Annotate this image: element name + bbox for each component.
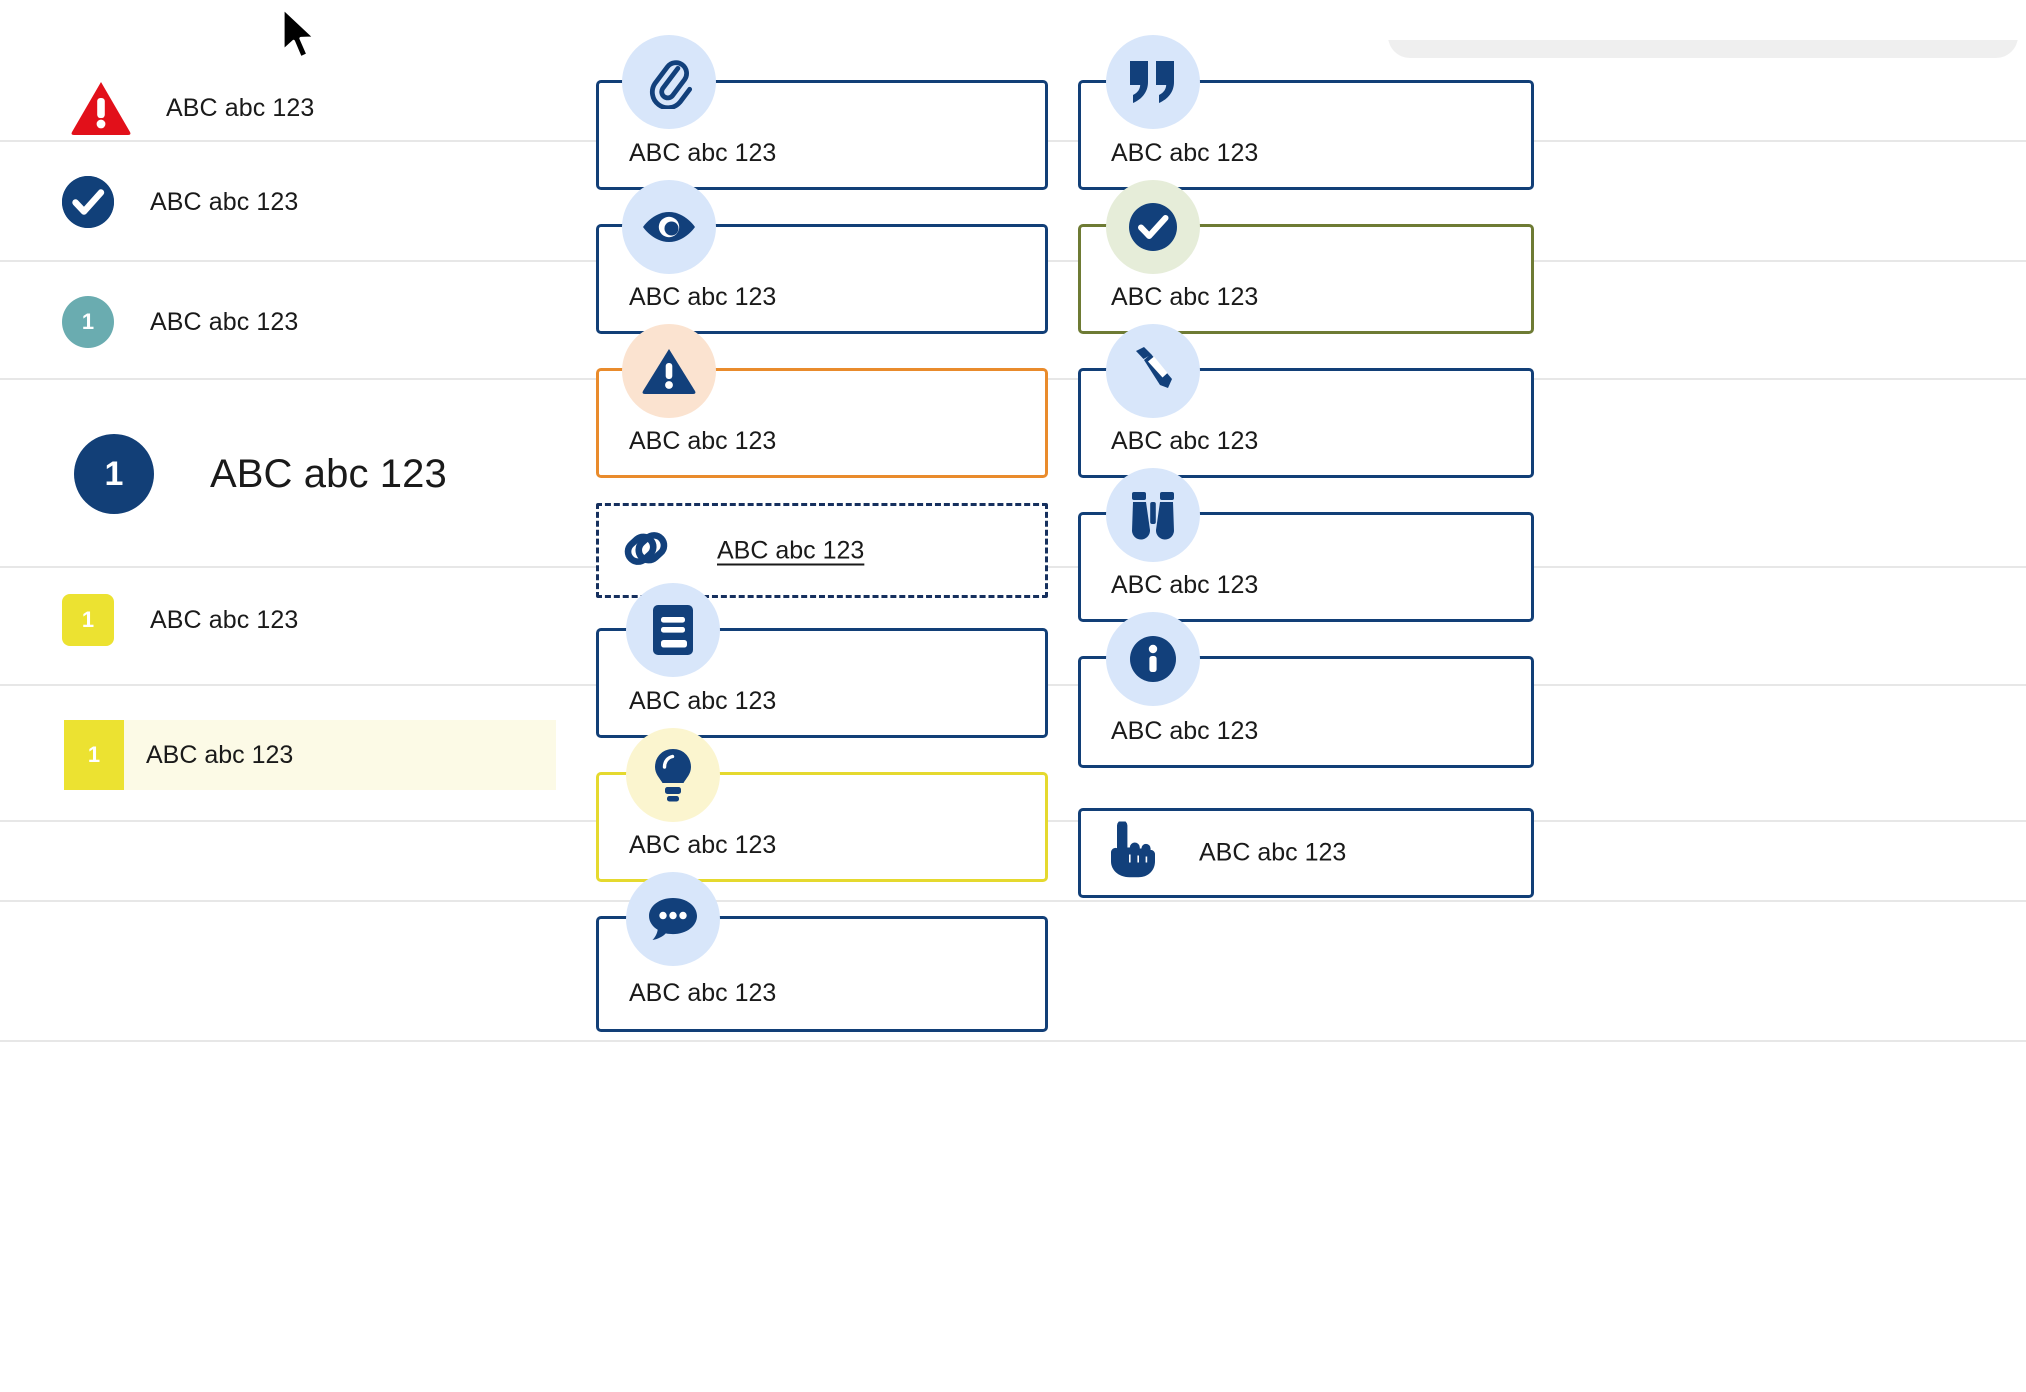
badge-number: 1 xyxy=(87,742,101,767)
warning-triangle-icon xyxy=(622,324,716,418)
card-label: ABC abc 123 xyxy=(1111,283,1259,311)
card-link-label[interactable]: ABC abc 123 xyxy=(717,536,865,564)
card-action[interactable]: ABC abc 123 xyxy=(1078,808,1534,898)
check-circle-icon xyxy=(62,176,114,228)
link-chain-icon xyxy=(619,521,673,580)
card-label: ABC abc 123 xyxy=(629,687,777,715)
info-circle-icon xyxy=(1106,612,1200,706)
card-book[interactable]: ABC abc 123 xyxy=(596,628,1048,738)
left-specimen-column: ABC abc 123 ABC abc 123 1 ABC abc 123 1 xyxy=(0,0,760,1392)
card-label: ABC abc 123 xyxy=(629,979,777,1007)
number-badge-icon: 1 xyxy=(74,434,154,514)
lightbulb-icon xyxy=(626,728,720,822)
list-item-label: ABC abc 123 xyxy=(150,307,299,336)
card-label: ABC abc 123 xyxy=(1199,838,1347,867)
card-label: ABC abc 123 xyxy=(1111,571,1259,599)
number-badge-icon: 1 xyxy=(62,594,114,646)
comment-bubble-icon xyxy=(626,872,720,966)
card-info[interactable]: ABC abc 123 xyxy=(1078,656,1534,768)
warning-triangle-icon xyxy=(70,80,132,136)
list-item-label: ABC abc 123 xyxy=(150,187,299,216)
list-item[interactable]: 1 ABC abc 123 xyxy=(62,296,298,348)
card-label: ABC abc 123 xyxy=(1111,427,1259,455)
card-label: ABC abc 123 xyxy=(629,283,777,311)
paperclip-icon xyxy=(622,35,716,129)
list-item[interactable]: ABC abc 123 xyxy=(70,80,314,136)
card-label: ABC abc 123 xyxy=(629,427,777,455)
list-item[interactable]: 1 ABC abc 123 xyxy=(74,434,447,514)
pointing-hand-icon xyxy=(1103,820,1155,885)
card-eye[interactable]: ABC abc 123 xyxy=(596,224,1048,334)
binoculars-icon xyxy=(1106,468,1200,562)
card-label: ABC abc 123 xyxy=(1111,717,1259,745)
check-circle-icon xyxy=(1106,180,1200,274)
card-link[interactable]: ABC abc 123 xyxy=(596,503,1048,598)
background-panel-cover xyxy=(1388,0,2018,40)
card-label: ABC abc 123 xyxy=(629,139,777,167)
divider-rule xyxy=(0,900,2026,902)
book-icon xyxy=(626,583,720,677)
list-item-label: ABC abc 123 xyxy=(166,93,315,122)
list-item-label: ABC abc 123 xyxy=(210,451,447,496)
list-item-label: ABC abc 123 xyxy=(146,740,294,769)
list-item[interactable]: 1 ABC abc 123 xyxy=(62,594,298,646)
card-label: ABC abc 123 xyxy=(629,831,777,859)
divider-rule xyxy=(0,1040,2026,1042)
list-item-label: ABC abc 123 xyxy=(150,605,299,634)
card-label: ABC abc 123 xyxy=(1111,139,1259,167)
number-badge-icon: 1 xyxy=(62,296,114,348)
badge-number: 1 xyxy=(81,607,95,632)
badge-number: 1 xyxy=(81,309,95,334)
pencil-icon xyxy=(1106,324,1200,418)
quote-marks-icon xyxy=(1106,35,1200,129)
eye-icon xyxy=(622,180,716,274)
selected-row-accent-bar: 1 xyxy=(64,720,124,790)
badge-number: 1 xyxy=(104,454,124,493)
list-item[interactable]: ABC abc 123 xyxy=(62,176,298,228)
list-item-selected[interactable]: 1 ABC abc 123 xyxy=(64,720,556,790)
